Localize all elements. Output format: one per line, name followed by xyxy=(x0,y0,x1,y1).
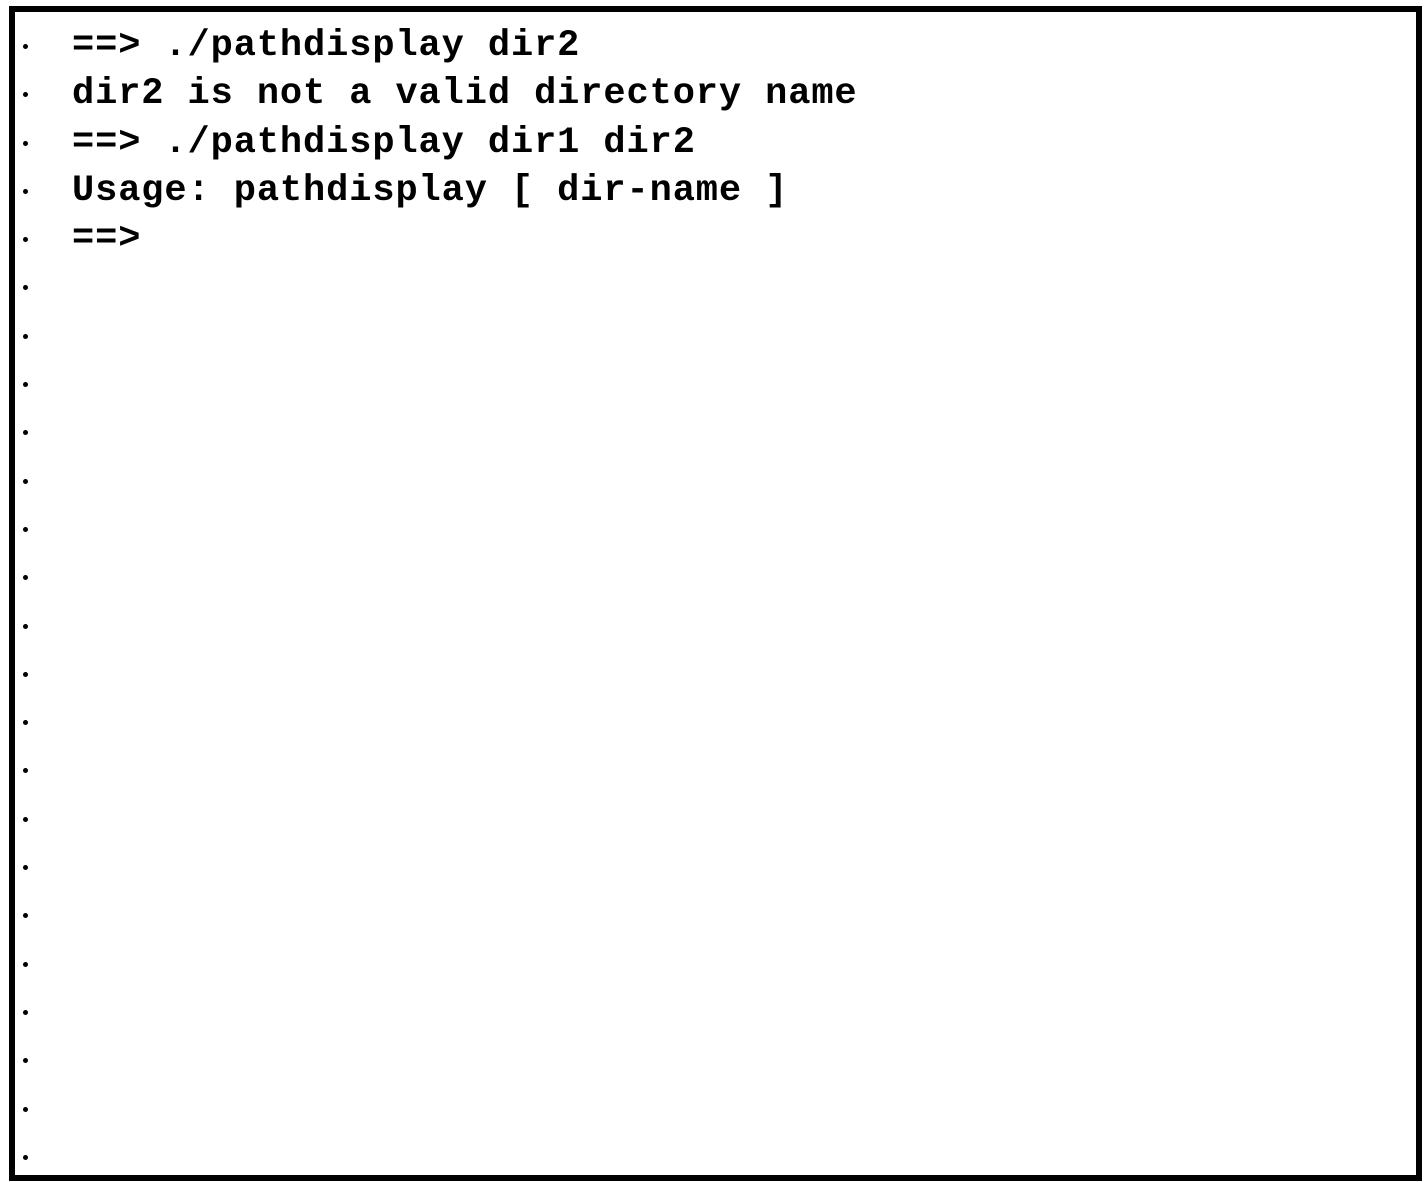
bullet-icon xyxy=(23,188,28,194)
bullet-icon xyxy=(23,333,28,339)
terminal-line-text: Usage: pathdisplay [ dir-name ] xyxy=(72,169,789,212)
bullet-icon xyxy=(23,44,28,49)
terminal-line xyxy=(15,1085,1416,1133)
bullet-icon xyxy=(23,623,28,629)
bullet-icon xyxy=(23,92,28,98)
bullet-icon xyxy=(23,671,28,677)
bullet-icon xyxy=(23,720,28,726)
terminal-line xyxy=(15,891,1416,939)
terminal-line xyxy=(15,505,1416,553)
bullet-icon xyxy=(23,1106,28,1112)
terminal-line-text: ==> ./pathdisplay dir2 xyxy=(72,25,581,67)
bullet-icon xyxy=(23,1154,28,1160)
terminal-line-text: ==> ./pathdisplay dir1 dir2 xyxy=(72,121,696,164)
terminal-line: ==> ./pathdisplay dir1 dir2 xyxy=(15,119,1416,167)
terminal-line xyxy=(15,312,1416,360)
terminal-panel: ==> ./pathdisplay dir2 dir2 is not a val… xyxy=(9,6,1422,1181)
terminal-line xyxy=(15,698,1416,746)
bullet-icon xyxy=(23,478,28,484)
bullet-icon xyxy=(23,913,28,919)
bullet-icon xyxy=(23,1058,28,1064)
bullet-icon xyxy=(23,575,28,581)
bullet-icon xyxy=(23,816,28,822)
bullet-icon xyxy=(23,382,28,388)
terminal-line: ==> xyxy=(15,215,1416,263)
terminal-line: Usage: pathdisplay [ dir-name ] xyxy=(15,167,1416,215)
terminal-line xyxy=(15,1036,1416,1084)
terminal-line xyxy=(15,553,1416,601)
terminal-line xyxy=(15,457,1416,505)
terminal-line: dir2 is not a valid directory name xyxy=(15,70,1416,118)
bullet-icon xyxy=(23,285,28,291)
bullet-icon xyxy=(23,526,28,532)
bullet-icon xyxy=(23,961,28,967)
bullet-icon xyxy=(23,140,28,146)
terminal-line: ==> ./pathdisplay dir2 xyxy=(15,22,1416,70)
terminal-line xyxy=(15,795,1416,843)
bullet-icon xyxy=(23,768,28,774)
terminal-lines: ==> ./pathdisplay dir2 dir2 is not a val… xyxy=(15,22,1416,1175)
terminal-line xyxy=(15,746,1416,794)
bullet-icon xyxy=(23,430,28,436)
terminal-line-text: ==> xyxy=(72,218,142,261)
bullet-icon xyxy=(23,1009,28,1015)
bullet-icon xyxy=(23,865,28,871)
terminal-line xyxy=(15,360,1416,408)
terminal-line xyxy=(15,843,1416,891)
terminal-line xyxy=(15,602,1416,650)
terminal-line xyxy=(15,988,1416,1036)
terminal-line xyxy=(15,940,1416,988)
terminal-line xyxy=(15,408,1416,456)
terminal-line xyxy=(15,650,1416,698)
bullet-icon xyxy=(23,237,28,243)
terminal-line-text: dir2 is not a valid directory name xyxy=(72,73,858,116)
terminal-line xyxy=(15,263,1416,311)
terminal-line xyxy=(15,1133,1416,1175)
